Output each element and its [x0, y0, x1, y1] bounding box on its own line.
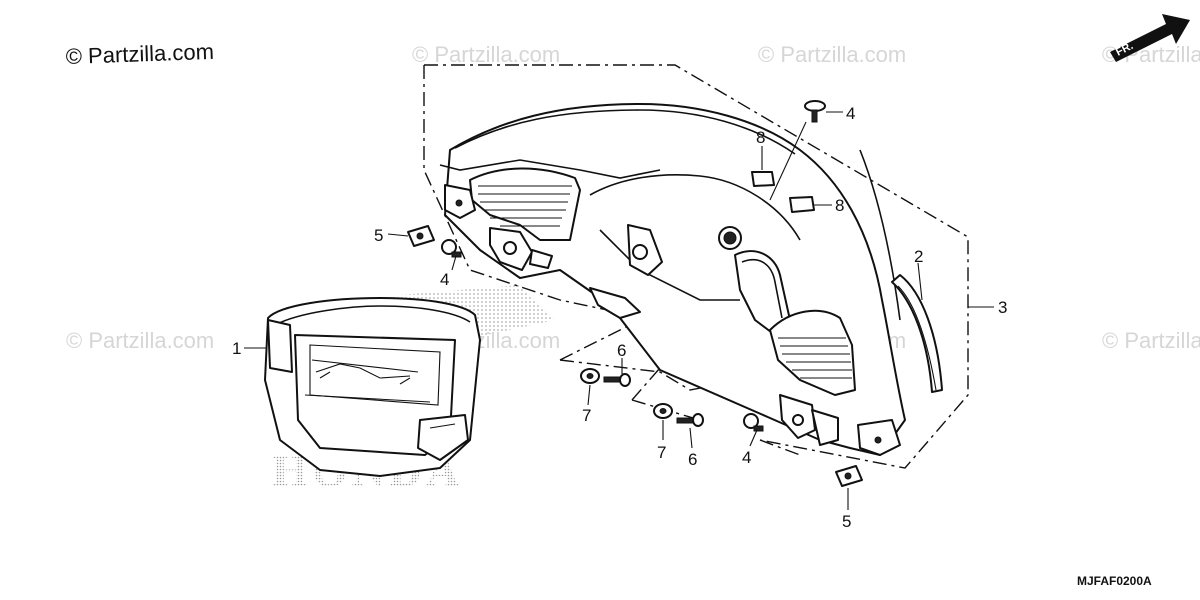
watermark: © Partzilla.com — [758, 42, 906, 67]
meter-cover — [439, 103, 906, 456]
callout-7: 7 — [657, 443, 666, 462]
screw-part-4 — [804, 100, 826, 123]
collar-part-7 — [580, 368, 600, 384]
callout-4: 4 — [742, 448, 751, 467]
watermark: © Partzilla.com — [66, 328, 214, 353]
callout-2: 2 — [914, 247, 923, 266]
callout-4: 4 — [846, 104, 855, 123]
callout-8: 8 — [835, 196, 844, 215]
assembly-outline — [424, 64, 969, 469]
assembly-outline — [559, 359, 741, 391]
screw-part-6 — [603, 373, 631, 387]
trim-strip — [891, 274, 943, 393]
callout-4: 4 — [440, 270, 449, 289]
callout-8: 8 — [756, 128, 765, 147]
screw-part-6 — [676, 413, 704, 427]
assembly-outline — [759, 439, 801, 456]
clip-part-5 — [835, 465, 863, 487]
diagram-code: MJFAF0200A — [1077, 574, 1152, 588]
copyright-text: © Partzilla.com — [65, 39, 214, 69]
rubber-part-8 — [751, 171, 815, 213]
callout-5: 5 — [842, 512, 851, 531]
screw-part-4 — [743, 413, 764, 432]
front-direction-arrow: FR. — [1110, 14, 1190, 62]
callout-1: 1 — [232, 339, 241, 358]
callout-6: 6 — [617, 341, 626, 360]
callout-5: 5 — [374, 226, 383, 245]
meter-assembly — [264, 297, 481, 477]
watermark: © Partzilla.com — [1102, 328, 1200, 353]
clip-part-5 — [407, 225, 435, 247]
screw-part-4 — [441, 239, 462, 258]
collar-part-7 — [653, 403, 673, 419]
watermark: © Partzilla.com — [412, 42, 560, 67]
leader-lines — [244, 111, 994, 510]
callout-3: 3 — [998, 298, 1007, 317]
callout-6: 6 — [688, 450, 697, 469]
callout-7: 7 — [582, 406, 591, 425]
assembly-outline — [423, 65, 637, 317]
